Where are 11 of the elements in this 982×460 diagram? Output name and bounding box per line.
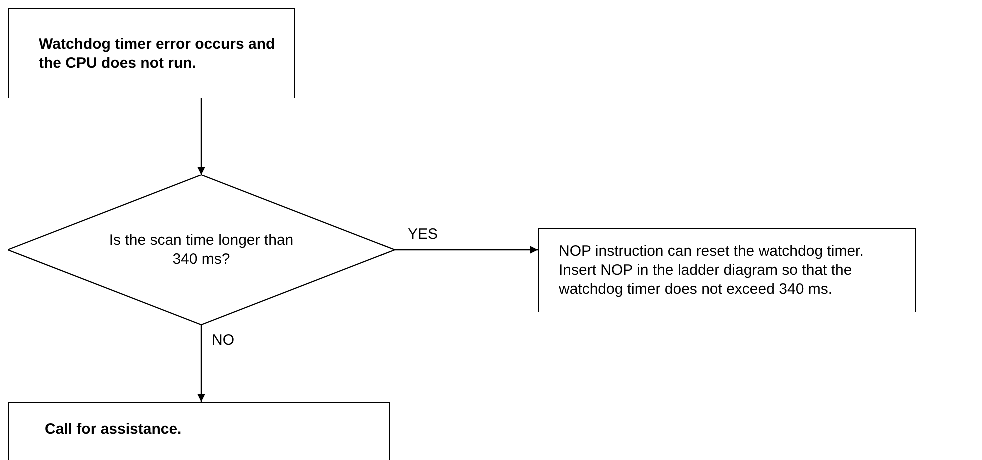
arrow bbox=[198, 325, 206, 402]
process-box bbox=[8, 8, 295, 98]
node-text: NOP instruction can reset the watchdog timer. Insert NOP in the ladder diagram so that the watchdog timer does not exceed 340 ms. bbox=[559, 242, 865, 299]
node-text: Is the scan time longer than 340 ms? bbox=[108, 231, 295, 269]
node-text: Call for assistance. bbox=[45, 420, 182, 439]
process-box bbox=[8, 402, 390, 460]
process-box bbox=[538, 228, 916, 312]
arrow bbox=[395, 246, 538, 254]
decision-diamond bbox=[8, 175, 395, 325]
arrow bbox=[198, 98, 206, 175]
node-text: Watchdog timer error occurs and the CPU does not run. bbox=[39, 34, 276, 72]
